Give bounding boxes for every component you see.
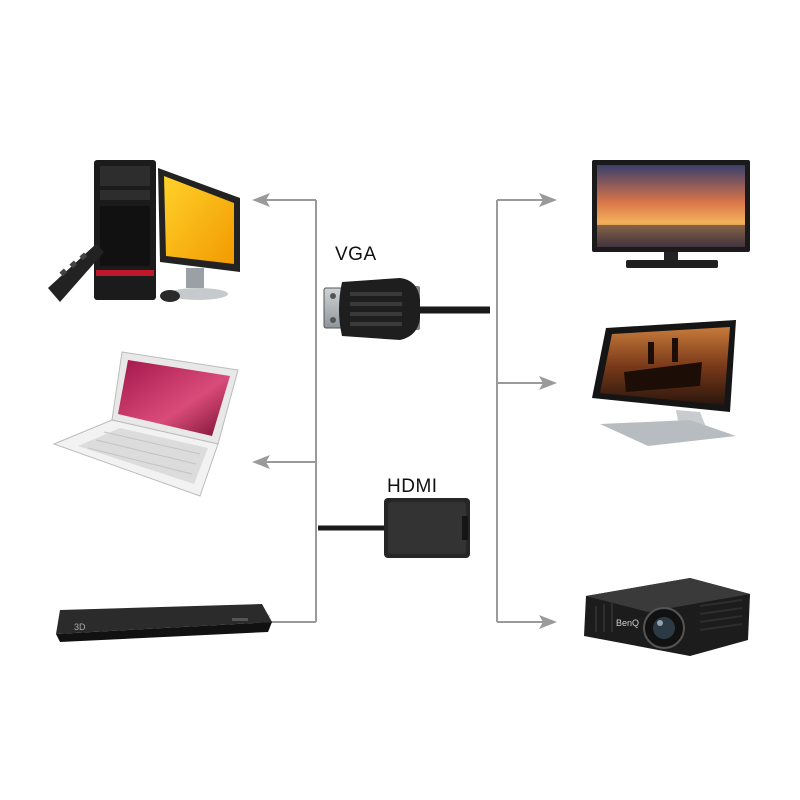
left-bus	[262, 199, 317, 623]
arrow-to-tv-icon	[539, 193, 557, 207]
dvd-badge: 3D	[74, 622, 86, 632]
arrow-to-projector-icon	[539, 615, 557, 629]
monitor-icon	[592, 320, 736, 446]
desktop-computer-icon	[48, 160, 240, 302]
hdmi-adapter-icon	[318, 498, 470, 558]
projector-brand: BenQ	[616, 618, 639, 628]
laptop-icon	[52, 351, 239, 497]
hdmi-label: HDMI	[387, 476, 438, 497]
arrow-to-desktop-icon	[252, 193, 270, 207]
right-bus	[496, 199, 545, 623]
left-arrowheads	[252, 193, 270, 629]
projector-icon: BenQ	[584, 578, 750, 656]
arrow-to-laptop-icon	[252, 455, 270, 469]
vga-connector-icon	[323, 278, 490, 340]
tv-icon	[592, 160, 750, 268]
right-arrowheads	[539, 193, 557, 629]
dvd-player-icon: 3D	[56, 604, 272, 642]
arrow-to-monitor-icon	[539, 376, 557, 390]
vga-label: VGA	[335, 244, 377, 265]
